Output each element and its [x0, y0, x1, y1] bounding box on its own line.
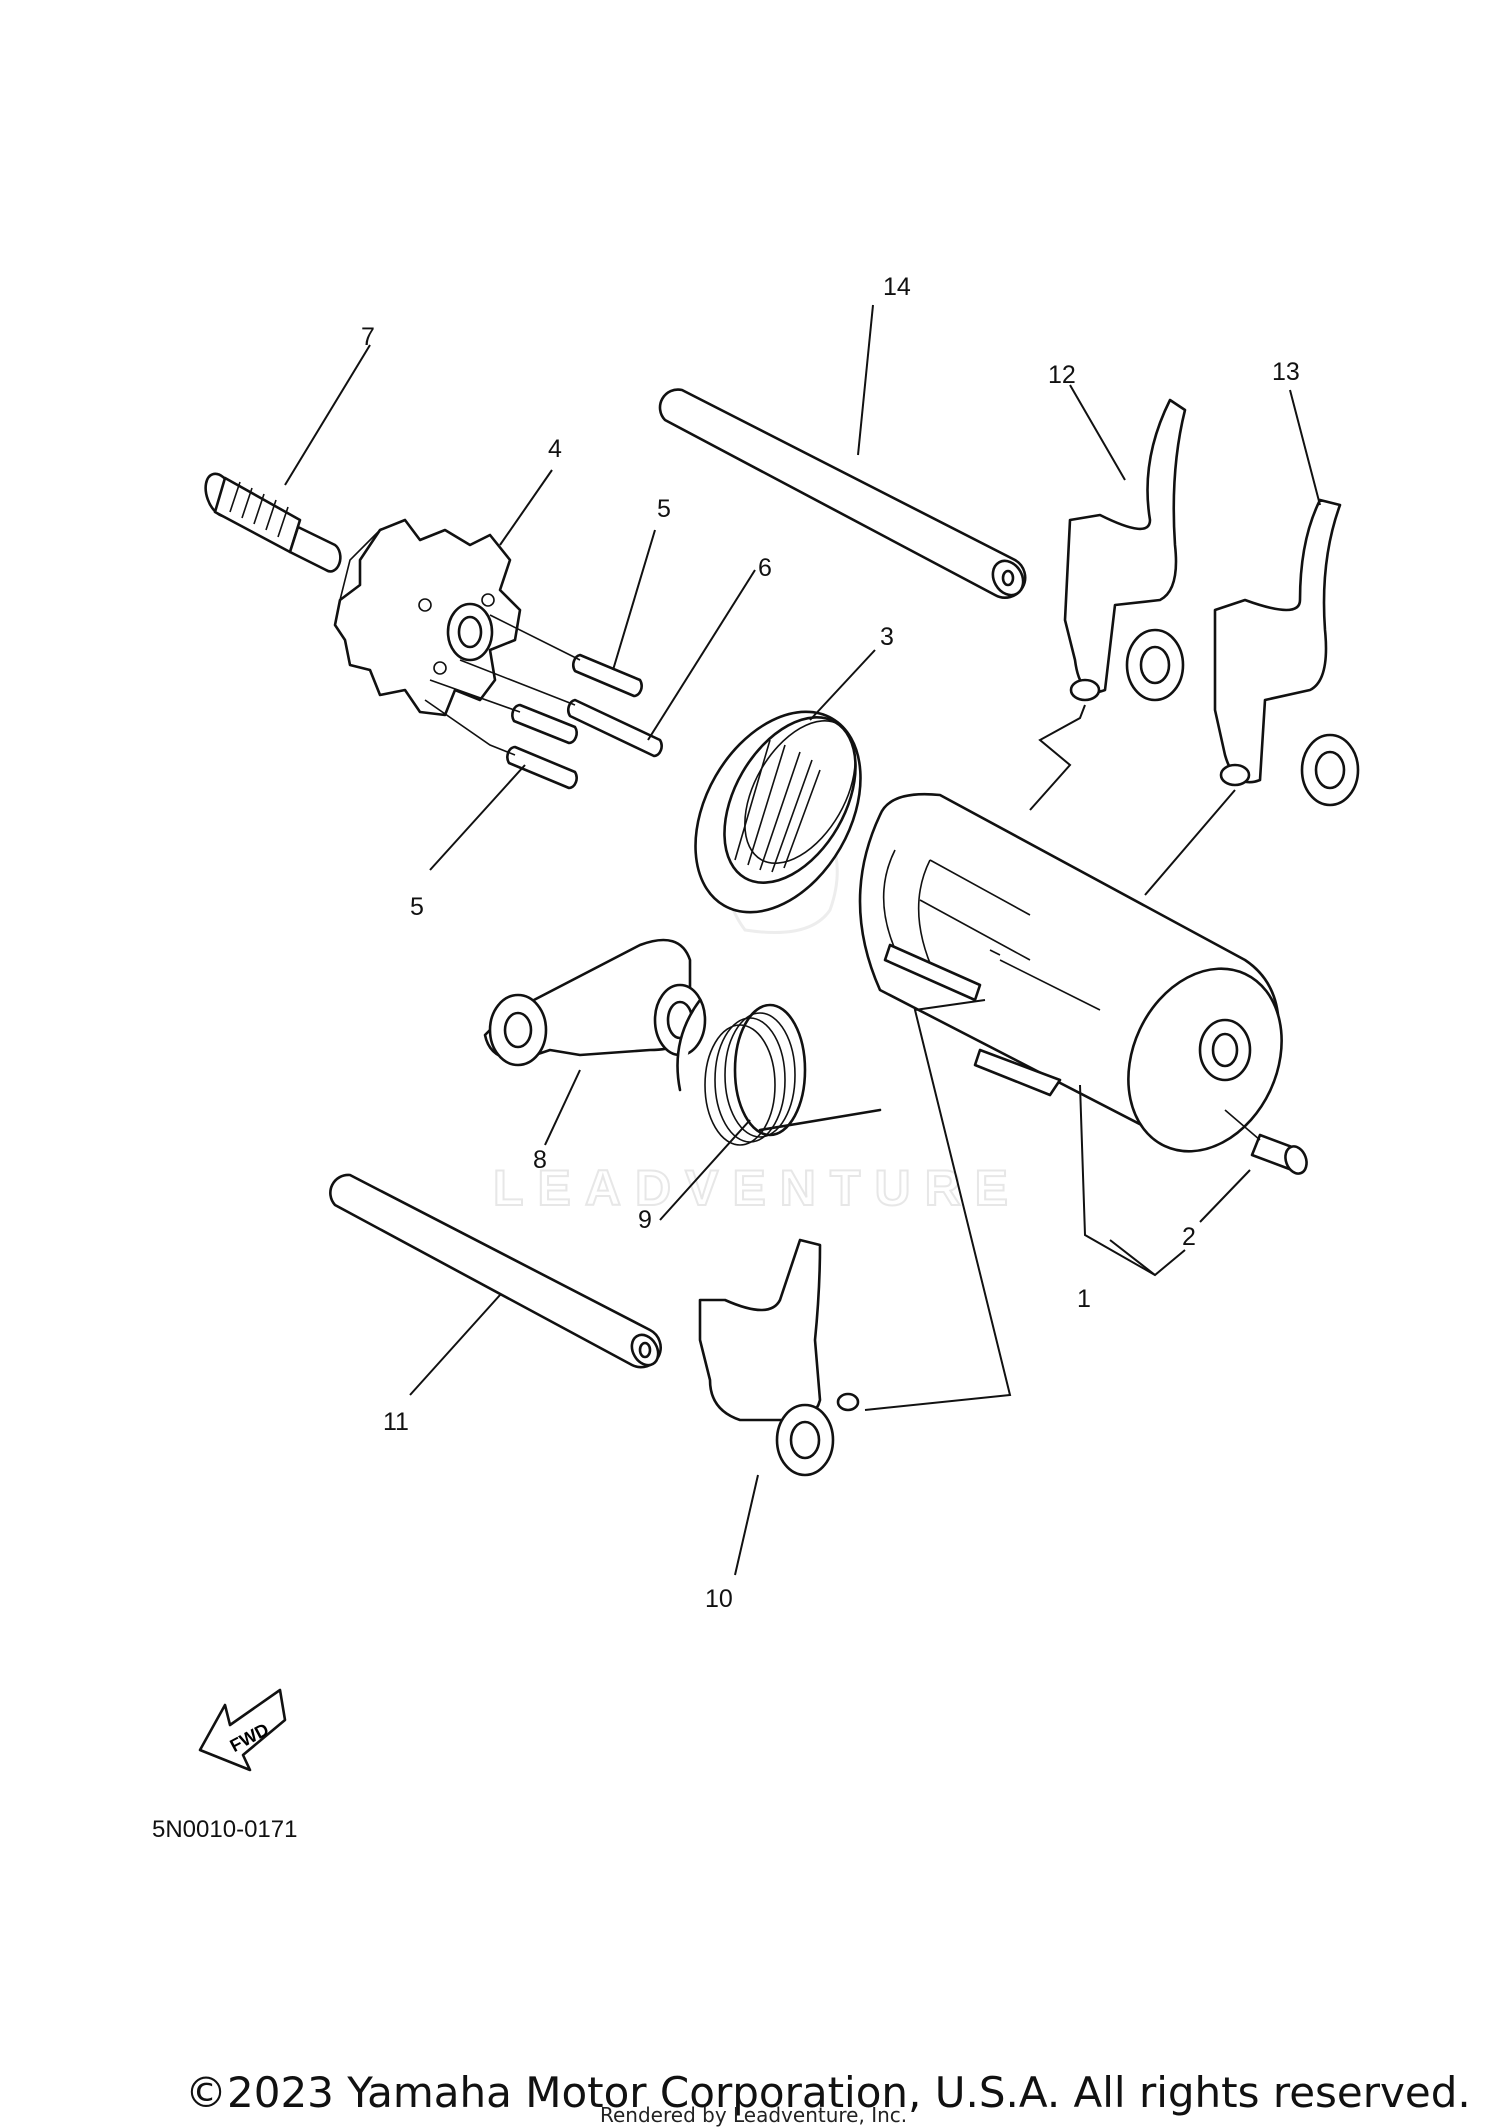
callout-13: 11: [383, 1408, 409, 1436]
callouts: 7 4 5 6 3 5 14 12 13 8 9 2 1 11 10: [361, 273, 1300, 1613]
part-3-bearing[interactable]: [662, 682, 895, 941]
fwd-arrow-icon: FWD: [198, 1688, 287, 1772]
copyright-notice: ©2023 Yamaha Motor Corporation, U.S.A. A…: [185, 2068, 1471, 2117]
callout-5-upper: 5: [657, 495, 671, 523]
callout-1: 1: [1077, 1285, 1091, 1313]
callout-6: 6: [758, 554, 772, 582]
part-7-bolt[interactable]: [200, 470, 342, 573]
part-9-spring[interactable]: [676, 998, 882, 1146]
part-2-pin[interactable]: [1250, 1133, 1310, 1177]
part-13-shaft[interactable]: [329, 1173, 663, 1370]
callout-12: 13: [1272, 358, 1300, 386]
rendered-by-notice: Rendered by Leadventure, Inc.: [600, 2103, 908, 2127]
part-1-shift-drum[interactable]: [858, 792, 1310, 1176]
diagram-code: 5N0010-0171: [152, 1816, 297, 1843]
part-6-pin[interactable]: [567, 698, 663, 758]
callout-10: 10: [705, 1585, 733, 1613]
part-4-segment[interactable]: [333, 518, 522, 717]
callout-11: 12: [1048, 361, 1076, 389]
part-5-pin-mid[interactable]: [511, 703, 578, 745]
callout-2: 2: [1182, 1223, 1196, 1251]
watermark-text: LEADVENTURE: [493, 1160, 1022, 1216]
callout-5-lower: 5: [410, 893, 424, 921]
callout-3: 3: [880, 623, 894, 651]
callout-9: 9: [638, 1206, 652, 1234]
part-5-pin-lower[interactable]: [506, 745, 578, 790]
callout-14: 14: [883, 273, 911, 301]
callout-4: 4: [548, 435, 562, 463]
callout-7: 7: [361, 323, 375, 351]
part-11-fork[interactable]: [1063, 398, 1187, 702]
callout-8: 8: [533, 1146, 547, 1174]
part-14-shaft[interactable]: [658, 388, 1029, 601]
part-10-fork[interactable]: [698, 1238, 860, 1477]
part-5-pin-upper[interactable]: [572, 653, 643, 698]
part-8-lever[interactable]: [483, 938, 707, 1067]
leader-lines: [284, 304, 1321, 1576]
part-12-fork[interactable]: [1213, 498, 1360, 807]
watermark: LEADVENTURE: [492, 809, 1022, 1217]
